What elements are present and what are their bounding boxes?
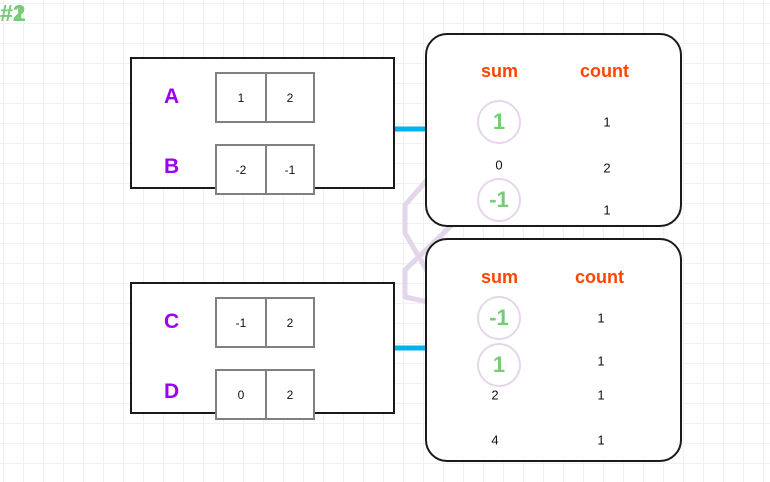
agg2-header-count: count [575, 267, 624, 287]
agg2-count-3: 1 [597, 432, 605, 448]
partition-tag-1: #1 [0, 0, 26, 26]
cell-d-1: 2 [265, 371, 313, 418]
agg1-sum-1: 0 [495, 157, 503, 173]
agg2-header-sum: sum [481, 267, 519, 287]
row-label-a: A [164, 85, 180, 108]
cell-a-0: 1 [237, 90, 245, 105]
cell-b-1: -1 [265, 146, 313, 193]
cell-c-1: 2 [265, 299, 313, 346]
agg2-count-1: 1 [597, 353, 605, 369]
agg1-header-count: count [580, 61, 629, 81]
agg-table-2: sum count -1 1 1 1 2 1 4 1 [425, 238, 682, 462]
partition-tag-2: #2 [0, 0, 26, 26]
row-label-c: C [164, 310, 180, 333]
agg2-sum-2: 2 [491, 387, 499, 403]
agg-table-1: sum count 1 1 0 2 -1 1 [425, 33, 682, 227]
partition-box-2: C -1 2 D 0 2 [130, 282, 395, 420]
row-cells-d: 0 2 [215, 369, 315, 420]
cell-c-0: -1 [235, 315, 247, 330]
cell-d-0: 0 [237, 387, 245, 402]
partition-box-1: A 1 2 B -2 -1 [130, 57, 395, 195]
agg1-sum-circled-2: -1 [477, 178, 521, 222]
agg2-count-0: 1 [597, 310, 605, 326]
cell-a-1: 2 [265, 74, 313, 121]
cell-b-0: -2 [235, 162, 247, 177]
agg1-sum-circled-0: 1 [477, 100, 521, 144]
agg1-count-2: 1 [603, 202, 611, 218]
agg2-count-2: 1 [597, 387, 605, 403]
row-label-d: D [164, 380, 180, 403]
agg2-sum-circled-0: -1 [477, 296, 521, 340]
agg2-sum-3: 4 [491, 432, 499, 448]
agg1-count-0: 1 [603, 114, 611, 130]
row-cells-c: -1 2 [215, 297, 315, 348]
agg1-header-sum: sum [481, 61, 519, 81]
agg2-sum-circled-1: 1 [477, 343, 521, 387]
row-cells-a: 1 2 [215, 72, 315, 123]
row-label-b: B [164, 155, 180, 178]
agg1-count-1: 2 [603, 160, 611, 176]
row-cells-b: -2 -1 [215, 144, 315, 195]
